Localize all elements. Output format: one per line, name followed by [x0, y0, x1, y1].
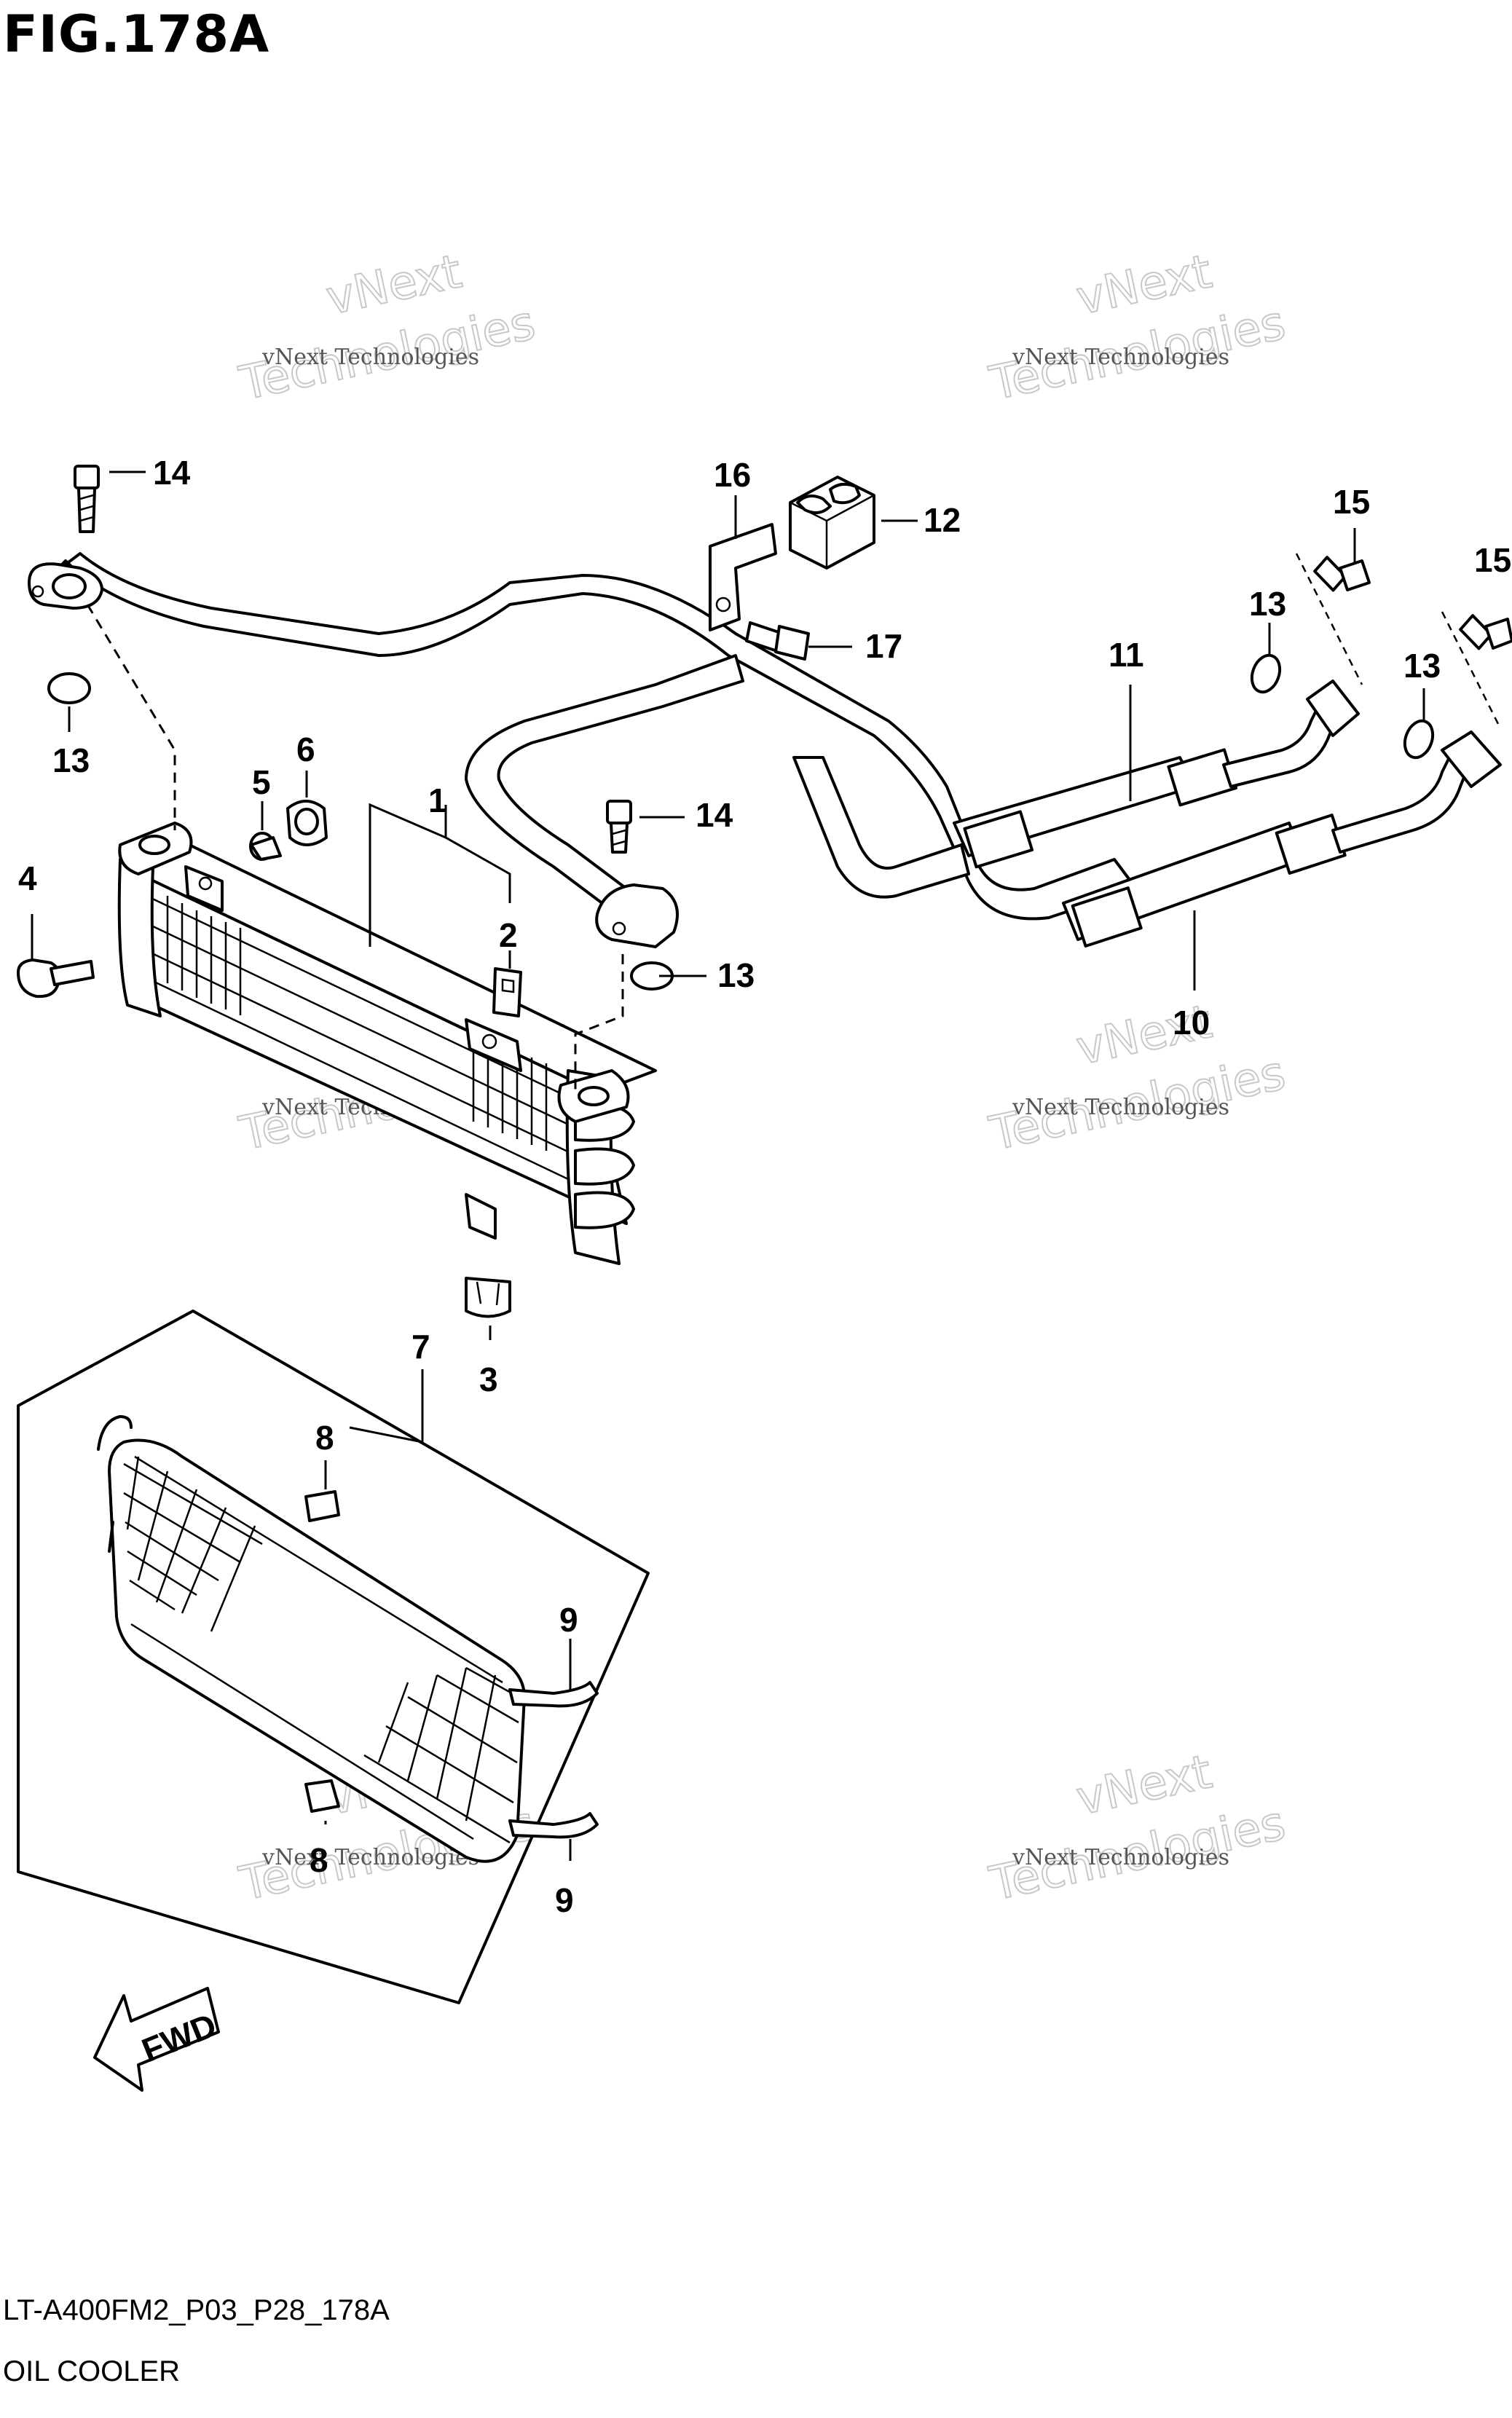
bolt-15-lower: [1459, 614, 1512, 650]
callout-3: 3: [479, 1360, 498, 1398]
cover-mesh-left: [123, 1456, 263, 1632]
clip-2: [492, 967, 522, 1017]
bolt-15-guides: [1295, 553, 1502, 729]
callout-10: 10: [1173, 1004, 1210, 1041]
figure-title: FIG.178A: [3, 4, 270, 64]
grommet-6: [286, 800, 328, 846]
cover-hook-top: [97, 1415, 133, 1451]
callout-13-left: 13: [52, 741, 90, 779]
svg-text:vNext Technologies: vNext Technologies: [1012, 1095, 1229, 1120]
radiator-fins: [166, 896, 548, 1151]
clip-3: [465, 1277, 511, 1318]
fwd-arrow: FWD: [93, 1987, 221, 2092]
bolt-17: [745, 621, 810, 661]
clamp-12: [789, 476, 875, 570]
callout-11: 11: [1109, 636, 1144, 674]
figure-code: LT-A400FM2_P03_P28_178A: [3, 2294, 390, 2326]
cover-assembly-7: [17, 1310, 650, 2004]
callout-15-right: 15: [1474, 541, 1511, 579]
watermark-mid-right: vNext Technologies vNext Technologies: [985, 994, 1291, 1162]
svg-text:vNext Technologies: vNext Technologies: [261, 1845, 479, 1870]
callout-17: 17: [865, 627, 902, 665]
leader-lines: [31, 470, 1425, 1861]
bolt-15-upper: [1313, 556, 1371, 592]
callout-4: 4: [18, 859, 37, 897]
bolt-14-left: [74, 465, 100, 533]
watermark-bottom-right: vNext Technologies vNext Technologies: [985, 1744, 1291, 1913]
callout-14-middle: 14: [696, 796, 733, 834]
callout-13-right: 13: [1403, 647, 1441, 685]
callout-9-upper: 9: [559, 1601, 578, 1639]
nut-8-lower: [304, 1779, 340, 1813]
callout-5: 5: [252, 763, 271, 801]
bolt-4: [17, 958, 95, 999]
callout-8-upper: 8: [315, 1419, 334, 1457]
hose-11: [953, 680, 1360, 869]
callout-numbers: 14 13 4 5 6 1 2 3 7 8 8 9 9 10 11 12 16 …: [18, 454, 1511, 1919]
hose-10: [1062, 730, 1502, 948]
callout-14-left: 14: [153, 454, 191, 492]
o-ring-13-right: [1403, 719, 1435, 760]
oil-cooler-radiator: [117, 822, 657, 1265]
callout-2: 2: [499, 916, 518, 954]
callout-6: 6: [296, 730, 315, 768]
svg-text:vNext Technologies: vNext Technologies: [1012, 344, 1229, 370]
callout-9-lower: 9: [555, 1881, 574, 1919]
cover-mesh-right: [363, 1666, 519, 1844]
cover-hook-left: [108, 1521, 114, 1553]
callout-8-lower: 8: [310, 1841, 328, 1879]
svg-text:vNext Technologies: vNext Technologies: [1012, 1845, 1229, 1870]
callout-15-upper: 15: [1333, 483, 1370, 521]
collar-5: [249, 832, 282, 861]
cover-hook-9-lower: [508, 1812, 599, 1839]
callout-16: 16: [714, 456, 751, 494]
callout-13-upper-right: 13: [1249, 585, 1286, 623]
cover-hook-9-upper: [508, 1681, 599, 1708]
o-ring-13-upper-right: [1250, 653, 1282, 694]
callout-13-middle: 13: [717, 956, 755, 994]
svg-text:vNext Technologies: vNext Technologies: [261, 344, 479, 370]
bolt-14-middle: [606, 800, 632, 854]
bracket-16: [709, 523, 777, 631]
oil-pipe-upper: [28, 552, 1138, 948]
callout-12: 12: [924, 501, 961, 539]
callout-1: 1: [428, 781, 447, 819]
nut-8-upper: [304, 1490, 340, 1522]
watermark-top-right: vNext Technologies vNext Technologies: [985, 244, 1291, 412]
figure-name: OIL COOLER: [3, 2355, 181, 2387]
callout-7: 7: [412, 1328, 430, 1366]
o-ring-13-left: [47, 672, 91, 704]
watermark-top-left: vNext Technologies vNext Technologies: [235, 244, 541, 412]
